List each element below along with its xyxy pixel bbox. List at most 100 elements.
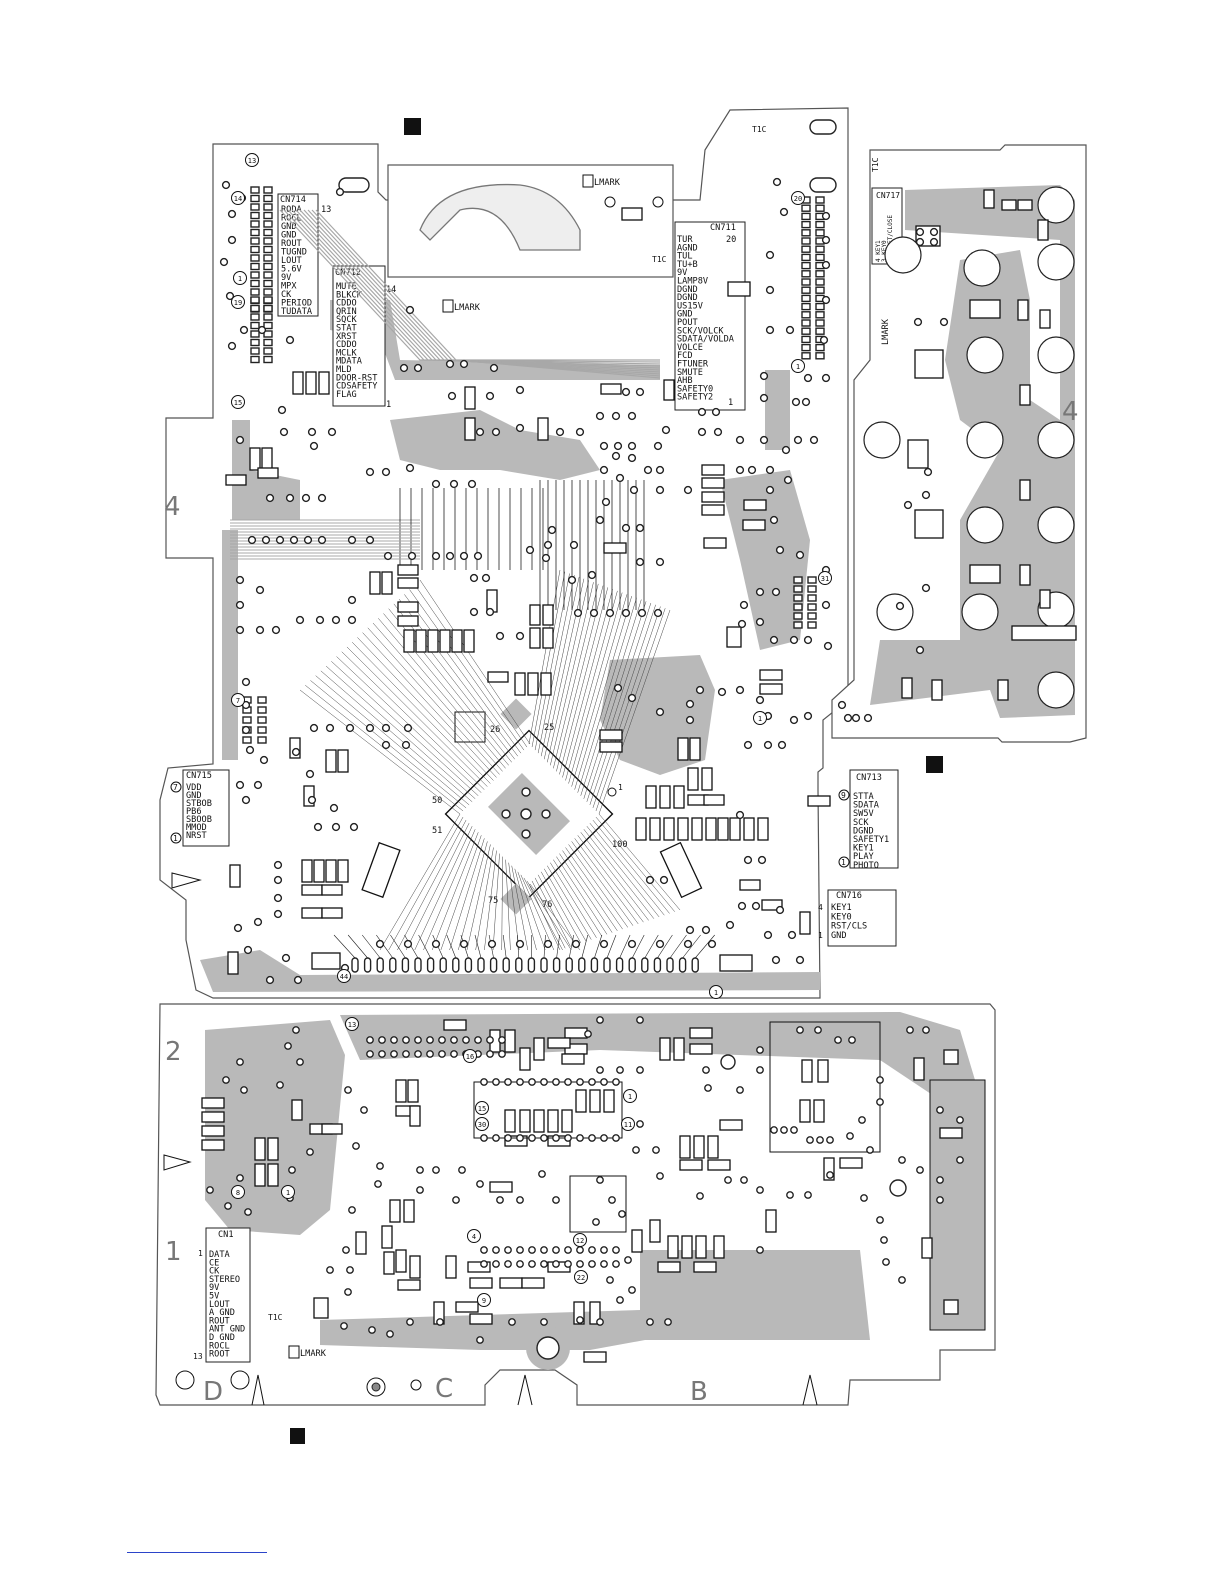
fanout-trace (514, 868, 537, 951)
via (487, 939, 497, 949)
bus-trace (283, 209, 661, 363)
header-pin (807, 621, 817, 629)
via (737, 901, 747, 911)
tuner-smd-part (561, 1109, 573, 1133)
edge-trace (594, 934, 603, 959)
via (235, 600, 245, 610)
header-pin (263, 279, 273, 288)
tuner-via (876, 1076, 884, 1084)
t1c-label-top: T1C (752, 125, 767, 134)
cpu-via-top (521, 787, 531, 797)
fanout-trace (571, 594, 628, 787)
header-pin (815, 286, 825, 294)
via (273, 875, 283, 885)
fanout-trace (550, 862, 597, 938)
smd-part (225, 474, 247, 486)
via (759, 435, 769, 445)
mark-label-mid: LMARK (454, 303, 481, 313)
smd-part (318, 371, 330, 395)
via (635, 387, 645, 397)
via (473, 551, 483, 561)
tuner-via (564, 1246, 572, 1254)
cn715-last-pin: 1 (173, 834, 178, 843)
header-pin (257, 706, 267, 714)
key-smd-part (901, 677, 913, 699)
power-trace-1 (419, 183, 581, 251)
tuner-via (462, 1036, 470, 1044)
key-smd-part (914, 509, 944, 539)
via (241, 795, 251, 805)
tuner-via (576, 1260, 584, 1268)
edge-pin (628, 957, 636, 973)
tuner-via (552, 1260, 560, 1268)
via (239, 325, 249, 335)
via (725, 920, 735, 930)
fanout-trace (397, 819, 467, 951)
edge-pin (691, 957, 699, 973)
tuner-via (366, 1050, 374, 1058)
arrow-up-3 (802, 1374, 818, 1406)
cn711-pin-label: TU+B (677, 260, 698, 270)
header-pin (801, 343, 811, 352)
cn715-pin-label: STBOB (186, 799, 212, 809)
bus-trace (307, 209, 661, 375)
fanout-trace (409, 589, 525, 751)
via (809, 435, 819, 445)
smd-part (703, 537, 727, 549)
cn1-pin-label: ANT GND (209, 1325, 245, 1335)
key-smd-part (931, 679, 943, 701)
via (769, 635, 779, 645)
via (611, 411, 621, 421)
fanout-trace (398, 598, 519, 757)
tuner-via (596, 1066, 604, 1074)
tuner-via (806, 1136, 814, 1144)
via (445, 551, 455, 561)
cpu-fanout-traces (230, 209, 681, 951)
cn711-pin-label: AHB (677, 376, 693, 386)
key-smd-part (1017, 299, 1029, 321)
tuner-via (528, 1260, 536, 1268)
edge-trace (657, 934, 673, 959)
tuner-via (592, 1218, 600, 1226)
cn711-pin-label: 9V (677, 268, 687, 278)
tuner-smd-part (469, 1277, 493, 1289)
fanout-trace (449, 838, 485, 951)
edge-trace (376, 934, 394, 959)
callout-circle (475, 1117, 489, 1131)
tuner-via (516, 1134, 524, 1142)
fanout-trace (562, 589, 613, 778)
tuner-via (858, 1116, 866, 1124)
fiducial-marker-bottom (290, 1428, 305, 1444)
cn714-pin-label: PERIOD (281, 299, 312, 309)
smd-part (439, 629, 451, 653)
cn713-pin-label: SCK (853, 818, 869, 828)
ic-right-square (650, 700, 690, 732)
cn712-box (332, 265, 386, 407)
cn714-pin-label: 9V (281, 273, 291, 283)
tuner-via (600, 1078, 608, 1086)
tuner-via (236, 1058, 244, 1066)
via (735, 435, 745, 445)
header-pin (263, 271, 273, 279)
tuner-via (632, 1146, 640, 1154)
cn716-pin-label: KEY0 (831, 912, 852, 922)
key-smd-part (997, 679, 1009, 701)
tuner-smd-part (383, 1251, 395, 1275)
via (289, 535, 299, 545)
smd-part (257, 467, 279, 479)
cn717-title: CN717 (876, 191, 900, 200)
tuner-via (588, 1134, 596, 1142)
target-mark (366, 1377, 386, 1397)
edge-pin (540, 957, 548, 973)
via (459, 359, 469, 369)
via (285, 493, 295, 503)
via (713, 427, 723, 437)
header-pin (250, 220, 260, 228)
tuner-smd-part (201, 1097, 225, 1109)
via (301, 493, 311, 503)
tuner-via (480, 1246, 488, 1254)
tuner-smd-part (921, 1237, 933, 1259)
tuner-smd-part (667, 1235, 679, 1259)
smd-part (261, 447, 273, 471)
